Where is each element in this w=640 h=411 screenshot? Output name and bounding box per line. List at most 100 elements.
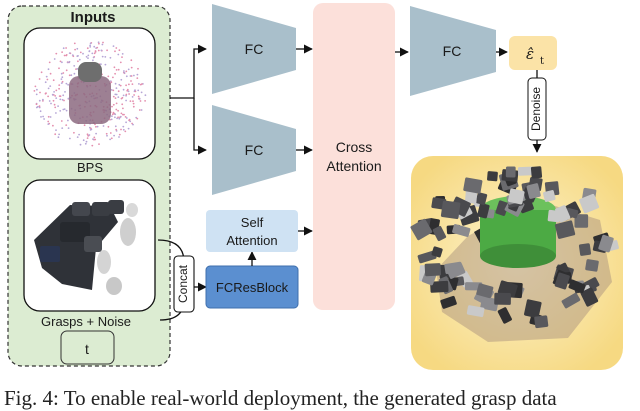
bps-point bbox=[122, 94, 125, 97]
bps-point bbox=[114, 82, 117, 85]
bps-point bbox=[63, 99, 65, 102]
gripper-block bbox=[561, 292, 581, 309]
bps-point bbox=[76, 68, 79, 70]
bps-point bbox=[42, 115, 44, 118]
bps-connector-lower bbox=[193, 98, 207, 155]
bps-point bbox=[53, 58, 56, 60]
bps-point bbox=[61, 98, 64, 101]
bps-point bbox=[89, 46, 92, 48]
bps-point bbox=[119, 61, 122, 64]
bps-point bbox=[88, 134, 91, 136]
bps-point bbox=[100, 49, 103, 52]
fcresblock-label: FCResBlock bbox=[216, 280, 289, 295]
bps-point bbox=[126, 88, 129, 91]
bps-point bbox=[111, 115, 113, 117]
bps-point bbox=[129, 120, 132, 123]
bps-point bbox=[130, 75, 133, 77]
output-epsilon-box bbox=[509, 36, 557, 70]
bps-point bbox=[98, 42, 100, 45]
bps-point bbox=[117, 116, 119, 119]
bps-point bbox=[43, 118, 45, 120]
bps-point bbox=[55, 52, 58, 55]
bps-point bbox=[36, 105, 39, 108]
bps-point bbox=[52, 99, 55, 102]
bps-point bbox=[115, 87, 118, 89]
bps-point bbox=[65, 82, 68, 85]
bps-point bbox=[117, 53, 120, 56]
bps-point bbox=[65, 124, 68, 126]
bps-point bbox=[140, 109, 143, 111]
bps-point bbox=[86, 137, 89, 140]
bps-point bbox=[133, 74, 135, 77]
bps-point bbox=[57, 105, 59, 107]
bps-point bbox=[93, 136, 96, 139]
bps-point bbox=[62, 72, 65, 74]
bps-point bbox=[105, 132, 108, 135]
gripper-block bbox=[410, 218, 433, 241]
bps-point bbox=[59, 98, 62, 101]
bps-point bbox=[87, 57, 89, 59]
bps-point bbox=[45, 92, 47, 95]
bps-point bbox=[112, 95, 115, 98]
bps-point bbox=[139, 100, 142, 102]
gripper-block bbox=[430, 280, 449, 293]
bps-point bbox=[127, 83, 130, 86]
bps-point bbox=[34, 85, 37, 88]
bps-point bbox=[109, 138, 111, 141]
bps-point bbox=[49, 72, 52, 75]
bps-point bbox=[136, 77, 139, 79]
bps-point bbox=[125, 121, 127, 124]
bps-point bbox=[49, 116, 52, 118]
bps-point bbox=[90, 127, 92, 130]
bps-point bbox=[65, 109, 68, 112]
t-box bbox=[60, 330, 115, 365]
bps-point bbox=[130, 59, 133, 62]
bps-point bbox=[137, 67, 139, 70]
bps-point bbox=[115, 47, 118, 49]
bps-point bbox=[121, 53, 124, 55]
bps-point bbox=[44, 81, 47, 84]
inputs-title: Inputs bbox=[71, 9, 116, 26]
gripper-block bbox=[432, 225, 447, 242]
bps-point bbox=[125, 99, 127, 102]
bps-point bbox=[121, 103, 124, 106]
bps-point bbox=[54, 95, 57, 97]
bps-point bbox=[132, 102, 135, 105]
bps-point bbox=[64, 91, 66, 93]
bps-point bbox=[67, 119, 69, 122]
fc-label-right: FC bbox=[443, 43, 462, 59]
bps-point bbox=[96, 46, 99, 49]
cross-attention-label-line1: Cross bbox=[336, 139, 373, 155]
bps-point bbox=[76, 136, 79, 139]
bps-point bbox=[132, 123, 134, 126]
bps-point bbox=[61, 76, 64, 79]
bps-point bbox=[97, 49, 100, 52]
bps-point bbox=[39, 110, 42, 113]
bps-point bbox=[62, 47, 65, 50]
bps-point bbox=[144, 94, 147, 97]
gripper-block bbox=[598, 234, 614, 253]
bps-point bbox=[88, 50, 91, 52]
bps-point bbox=[79, 51, 82, 54]
bps-point bbox=[47, 95, 49, 98]
figure-caption: Fig. 4: To enable real-world deployment,… bbox=[4, 386, 557, 410]
bps-point bbox=[95, 125, 97, 128]
fc-label-middle: FC bbox=[245, 142, 264, 158]
bps-point bbox=[120, 78, 123, 81]
output-epsilon-subscript: t bbox=[540, 56, 544, 67]
bps-point bbox=[35, 103, 38, 106]
bps-point bbox=[33, 90, 36, 92]
gripper-block bbox=[487, 171, 498, 182]
bps-point bbox=[53, 103, 56, 106]
bps-point bbox=[38, 78, 41, 80]
bps-point bbox=[73, 72, 76, 75]
gripper-block bbox=[466, 305, 485, 318]
gripper-block bbox=[568, 279, 586, 294]
bps-point bbox=[110, 118, 113, 121]
bps-point bbox=[106, 49, 108, 52]
bps-point bbox=[110, 137, 113, 140]
bps-connector bbox=[170, 44, 207, 99]
gripper-block bbox=[424, 263, 442, 277]
bps-point bbox=[54, 106, 57, 109]
bps-point bbox=[76, 47, 79, 50]
